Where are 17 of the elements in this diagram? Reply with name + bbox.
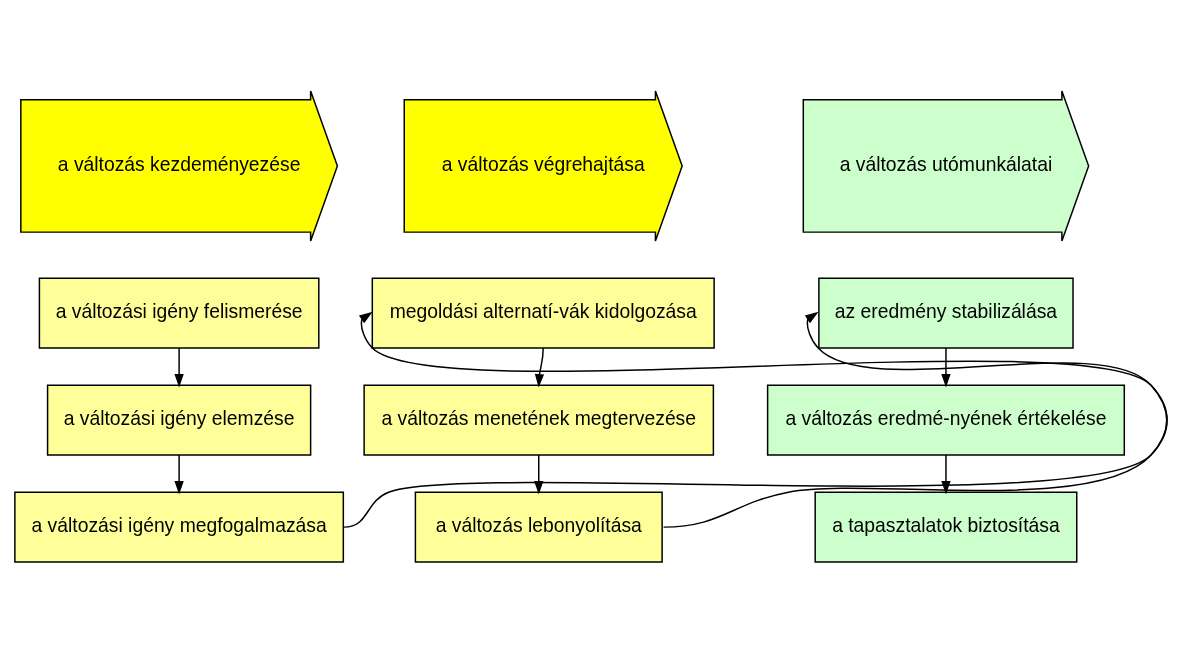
arrow	[662, 311, 1168, 528]
arrow	[941, 453, 951, 494]
node-box: a változási igény felismerése	[38, 276, 320, 349]
node-box: megoldási alternatí-vák kidolgozása	[371, 276, 715, 349]
node-box: a változás lebonyolítása	[414, 490, 663, 563]
node-box: a változás menetének megtervezése	[363, 383, 715, 456]
arrow	[534, 346, 545, 387]
arrow	[174, 346, 184, 387]
arrow	[343, 311, 1168, 528]
node-box: a változási igény elemzése	[46, 383, 312, 456]
arrow	[174, 453, 184, 494]
node-box: a változási igény megfogalmazása	[14, 490, 345, 563]
arrow	[534, 453, 544, 494]
node-box: az eredmény stabilizálása	[818, 276, 1074, 349]
node-box: a tapasztalatok biztosítása	[814, 490, 1078, 563]
arrow	[941, 346, 951, 387]
node-box: a változás eredmé-nyének értékelése	[766, 383, 1126, 456]
